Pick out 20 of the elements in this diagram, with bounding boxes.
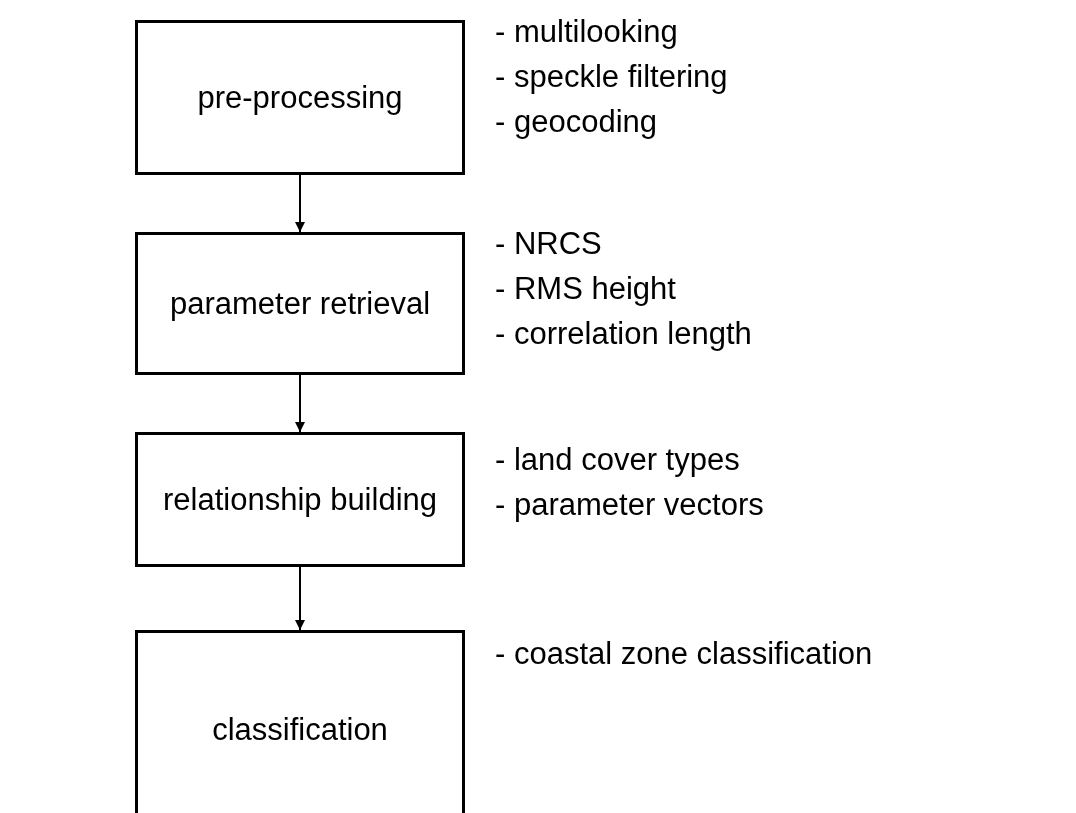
list-item: - geocoding bbox=[495, 104, 657, 140]
list-item: - coastal zone classification bbox=[495, 636, 873, 672]
list-item: - speckle filtering bbox=[495, 59, 728, 95]
arrow bbox=[295, 566, 305, 631]
list-item: - correlation length bbox=[495, 316, 752, 352]
list-item: - multilooking bbox=[495, 14, 678, 50]
process-box bbox=[135, 630, 465, 813]
process-box bbox=[135, 232, 465, 375]
box-label: classification bbox=[212, 712, 388, 748]
process-box bbox=[135, 432, 465, 567]
box-label: pre-processing bbox=[197, 79, 403, 116]
process-box bbox=[135, 20, 465, 175]
box-label: relationship building bbox=[163, 481, 437, 518]
arrow bbox=[295, 174, 305, 233]
list-item: - RMS height bbox=[495, 271, 676, 307]
list-item: - parameter vectors bbox=[495, 487, 764, 523]
list-item: - land cover types bbox=[495, 442, 740, 478]
box-label: parameter retrieval bbox=[169, 285, 431, 322]
arrow bbox=[295, 374, 305, 433]
list-item: - NRCS bbox=[495, 226, 602, 262]
